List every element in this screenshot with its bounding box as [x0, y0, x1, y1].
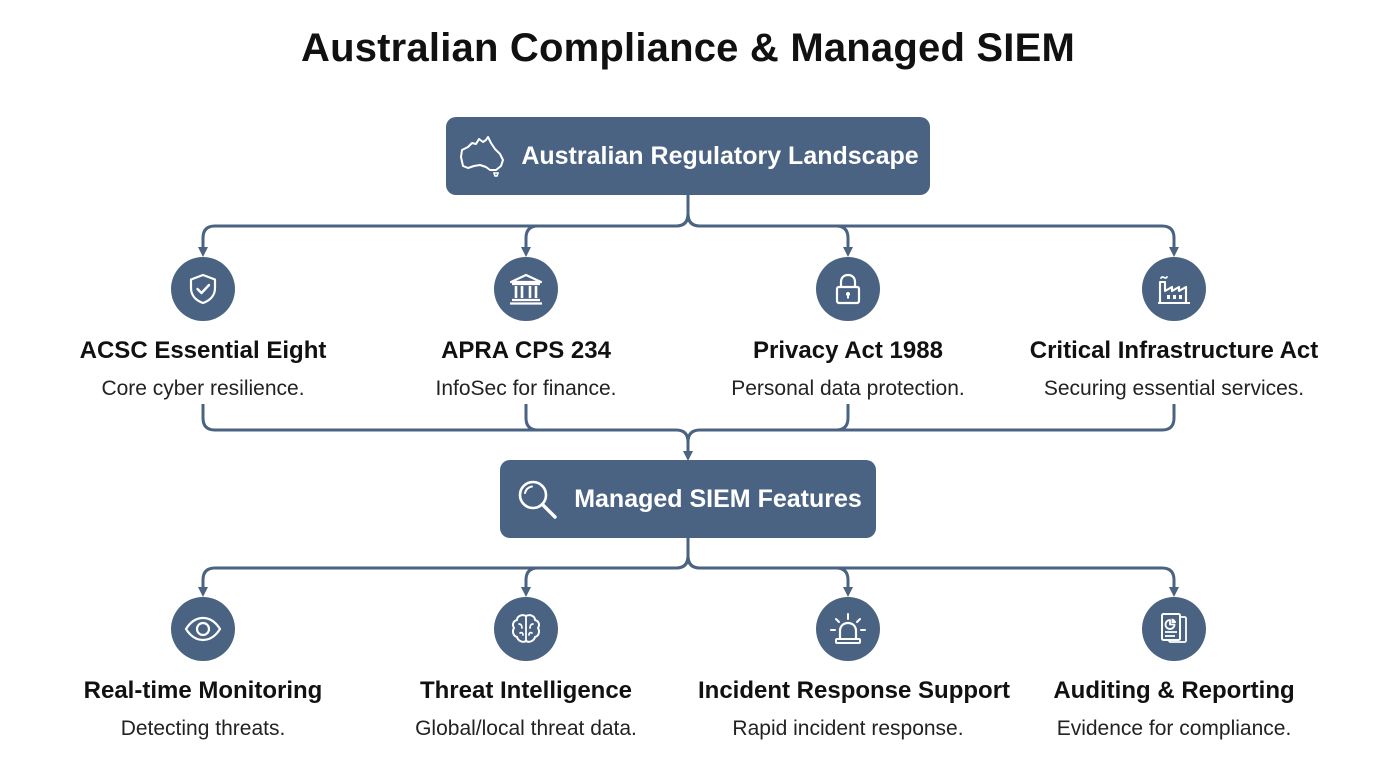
hub-regulatory-label: Australian Regulatory Landscape: [521, 141, 919, 170]
alarm-siren-icon: [830, 613, 866, 644]
regulation-critical-infrastructure: Critical Infrastructure Act Securing ess…: [1024, 257, 1324, 401]
report-document-icon: [1161, 613, 1187, 643]
feature-icon-circle: [1142, 597, 1206, 661]
connector-hub-to-apra: [521, 213, 690, 257]
regulation-title: Privacy Act 1988: [753, 337, 943, 364]
connector-hub-to-privacy: [686, 213, 853, 257]
regulation-icon-circle: [494, 257, 558, 321]
connector-hub-to-acsc: [198, 195, 690, 257]
feature-desc: Evidence for compliance.: [1056, 717, 1292, 740]
shield-check-icon: [189, 273, 217, 305]
feature-icon-circle: [171, 597, 235, 661]
feature-title: Threat Intelligence: [419, 677, 633, 704]
feature-desc: Detecting threats.: [120, 717, 286, 740]
regulation-icon-circle: [171, 257, 235, 321]
feature-auditing-reporting: Auditing & Reporting Evidence for compli…: [1024, 597, 1324, 741]
regulation-title: ACSC Essential Eight: [79, 337, 327, 364]
padlock-icon: [835, 273, 861, 305]
connector-hub-to-critical: [686, 213, 1179, 257]
connector-siem-to-incident: [686, 555, 853, 597]
regulation-acsc: ACSC Essential Eight Core cyber resilien…: [53, 257, 353, 401]
feature-title: Real-time Monitoring: [83, 677, 323, 704]
feature-incident-response: Incident Response Support Rapid incident…: [698, 597, 1011, 741]
hub-siem-label: Managed SIEM Features: [574, 484, 862, 513]
regulation-desc: Core cyber resilience.: [101, 377, 305, 400]
connector-siem-to-auditing: [686, 555, 1179, 597]
feature-realtime-monitoring: Real-time Monitoring Detecting threats.: [53, 597, 353, 741]
regulation-icon-circle: [816, 257, 880, 321]
connector-merge-privacy: [700, 404, 850, 432]
hub-managed-siem: Managed SIEM Features: [500, 460, 876, 538]
bank-building-icon: [509, 273, 543, 305]
brain-icon: [512, 614, 540, 643]
regulation-desc: InfoSec for finance.: [435, 377, 617, 400]
hub-regulatory-landscape: Australian Regulatory Landscape: [446, 117, 930, 195]
feature-title: Incident Response Support: [698, 677, 1011, 704]
regulation-desc: Securing essential services.: [1043, 377, 1305, 400]
australia-map-icon: [460, 136, 505, 177]
magnifier-icon: [518, 480, 557, 519]
regulation-privacy: Privacy Act 1988 Personal data protectio…: [698, 257, 998, 401]
feature-desc: Rapid incident response.: [732, 717, 964, 740]
feature-threat-intelligence: Threat Intelligence Global/local threat …: [376, 597, 676, 741]
connector-siem-to-monitoring: [198, 538, 690, 597]
regulation-apra: APRA CPS 234 InfoSec for finance.: [376, 257, 676, 401]
connector-siem-to-intel: [521, 555, 690, 597]
connector-merge-apra: [524, 404, 676, 432]
regulation-title: APRA CPS 234: [441, 337, 611, 364]
regulation-icon-circle: [1142, 257, 1206, 321]
regulation-title: Critical Infrastructure Act: [1029, 337, 1319, 364]
regulation-desc: Personal data protection.: [731, 377, 965, 400]
feature-icon-circle: [816, 597, 880, 661]
connector-merge-right: [686, 404, 1176, 443]
page-title: Australian Compliance & Managed SIEM: [300, 26, 1076, 70]
feature-title: Auditing & Reporting: [1053, 677, 1295, 704]
eye-icon: [184, 616, 222, 642]
factory-icon: [1158, 276, 1190, 305]
feature-icon-circle: [494, 597, 558, 661]
feature-desc: Global/local threat data.: [415, 717, 637, 740]
